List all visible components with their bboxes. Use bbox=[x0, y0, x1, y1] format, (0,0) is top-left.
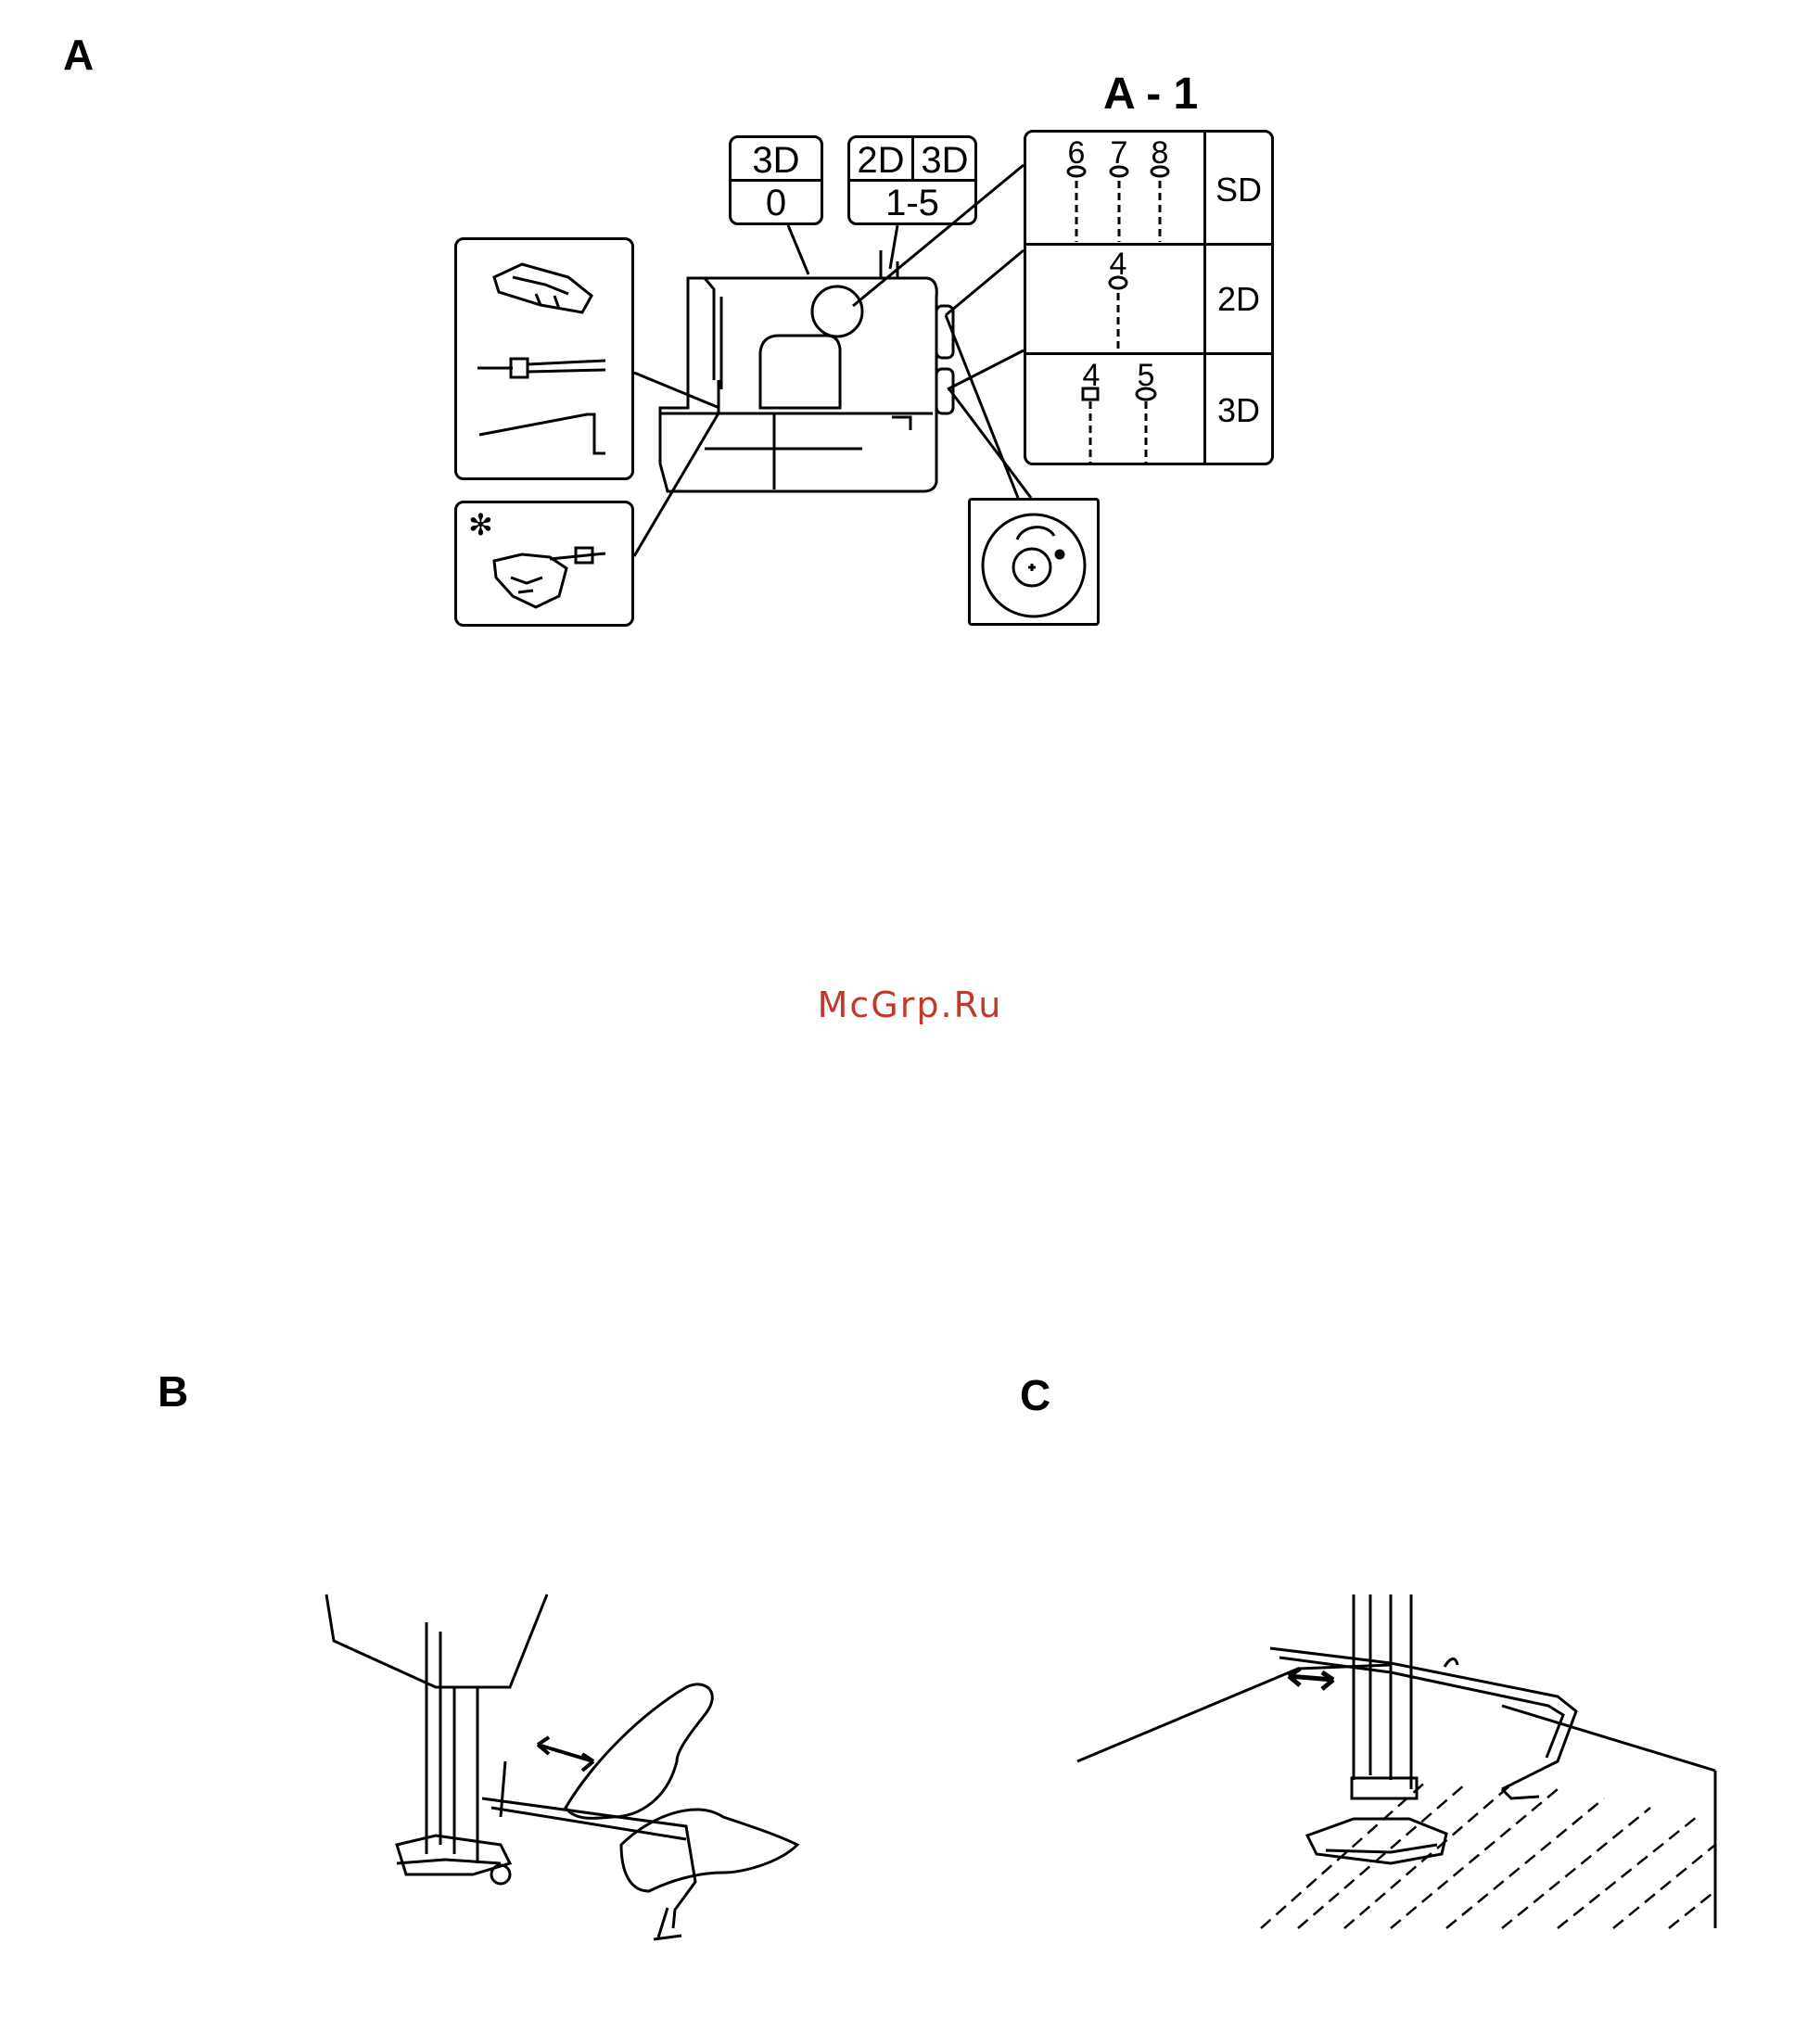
figure-c-label: C bbox=[1020, 1374, 1050, 1417]
figure-c-drawing bbox=[1075, 1576, 1743, 1965]
watermark: McGrp.Ru bbox=[0, 985, 1820, 1025]
figure-b-drawing bbox=[315, 1576, 834, 1965]
sewing-machine-drawing bbox=[0, 0, 1820, 649]
figure-b-label: B bbox=[158, 1370, 188, 1413]
